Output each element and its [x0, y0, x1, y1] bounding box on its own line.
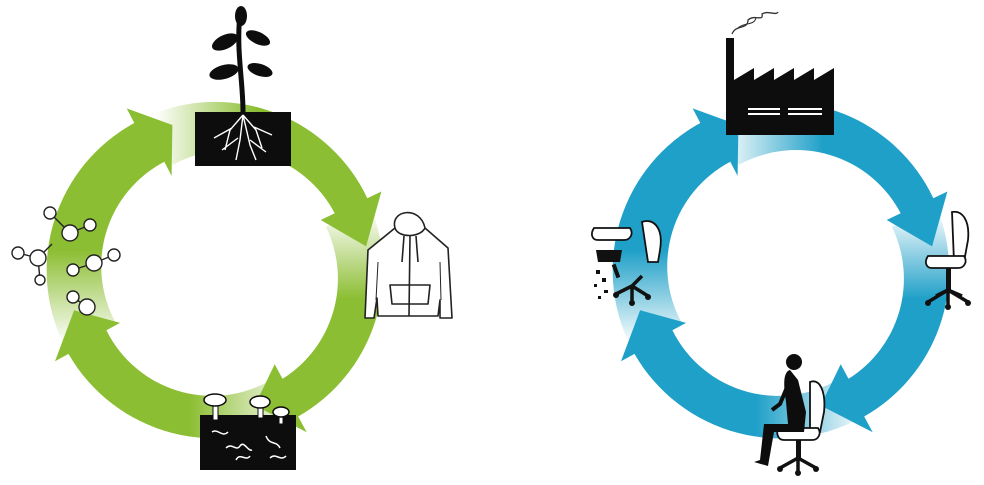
factory-icon	[726, 11, 834, 135]
arrow-top	[720, 101, 948, 247]
seated-person-chair-icon	[754, 354, 826, 476]
arrow-left	[612, 108, 739, 345]
technical-cycle-svg	[591, 11, 971, 476]
technical-cycle-diagram	[492, 0, 984, 485]
arrow-right	[820, 209, 950, 433]
arrow-left	[46, 108, 173, 345]
arrow-right	[254, 209, 384, 433]
hoodie-garment-icon	[364, 211, 453, 319]
disassembled-chair-icon	[591, 220, 662, 306]
biological-cycle-svg	[11, 6, 453, 470]
molecules-icon	[11, 206, 121, 316]
soil-mushrooms-worms-icon	[200, 393, 296, 470]
arrow-bottom	[621, 310, 867, 439]
arrow-bottom	[55, 310, 301, 439]
cycle-arrows	[612, 101, 950, 439]
biological-cycle-diagram	[11, 6, 453, 470]
plant-seedling-icon	[195, 6, 291, 166]
office-chair-icon	[925, 210, 971, 310]
